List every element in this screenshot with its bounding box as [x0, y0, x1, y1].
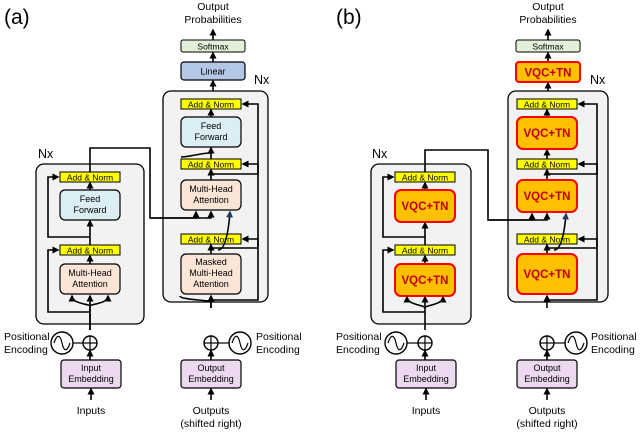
enc-attention-vqc-label: VQC+TN: [402, 275, 449, 287]
decoder-nx-label: Nx: [254, 73, 270, 87]
linear-vqc-label: VQC+TN: [525, 68, 572, 80]
dec-feed-forward-vqc-label: VQC+TN: [524, 128, 571, 140]
panel-label: (a): [4, 6, 30, 29]
dec-masked-attention-vqc-label: VQC+TN: [524, 269, 571, 281]
softmax-label: Softmax: [197, 42, 229, 52]
add-norm-label: Add & Norm: [67, 172, 113, 182]
dec-cross-attention-vqc-label: VQC+TN: [524, 191, 571, 203]
encoder-nx-label: Nx: [372, 147, 388, 161]
dec-masked-attention-vqc-block: [516, 253, 578, 295]
add-norm-label: Add & Norm: [524, 159, 570, 169]
encoder-nx-label: Nx: [38, 147, 54, 161]
decoder-nx-label: Nx: [590, 73, 606, 87]
enc-feed-forward-vqc-label: VQC+TN: [402, 201, 449, 213]
dec-cross-attention-block: [180, 179, 242, 211]
dec-masked-attention-block: [180, 253, 242, 295]
outputs-label: Outputs(shifted right): [180, 405, 241, 430]
add-norm-label: Add & Norm: [402, 172, 448, 182]
linear-label: Linear: [200, 67, 225, 77]
inputs-label: Inputs: [77, 405, 106, 417]
add-norm-label: Add & Norm: [402, 245, 448, 255]
inputs-label: Inputs: [412, 405, 441, 417]
add-norm-label: Add & Norm: [524, 99, 570, 109]
add-norm-label: Add & Norm: [188, 234, 234, 244]
panel-label: (b): [336, 6, 362, 29]
add-norm-label: Add & Norm: [524, 234, 570, 244]
add-norm-label: Add & Norm: [67, 245, 113, 255]
outputs-label: Outputs(shifted right): [516, 405, 577, 430]
encoder-stack: [370, 163, 472, 325]
softmax-label: Softmax: [532, 42, 564, 52]
add-norm-label: Add & Norm: [188, 99, 234, 109]
enc-attention-block: [59, 263, 121, 295]
add-norm-label: Add & Norm: [188, 159, 234, 169]
dec-cross-attention-vqc-block: [516, 179, 578, 213]
